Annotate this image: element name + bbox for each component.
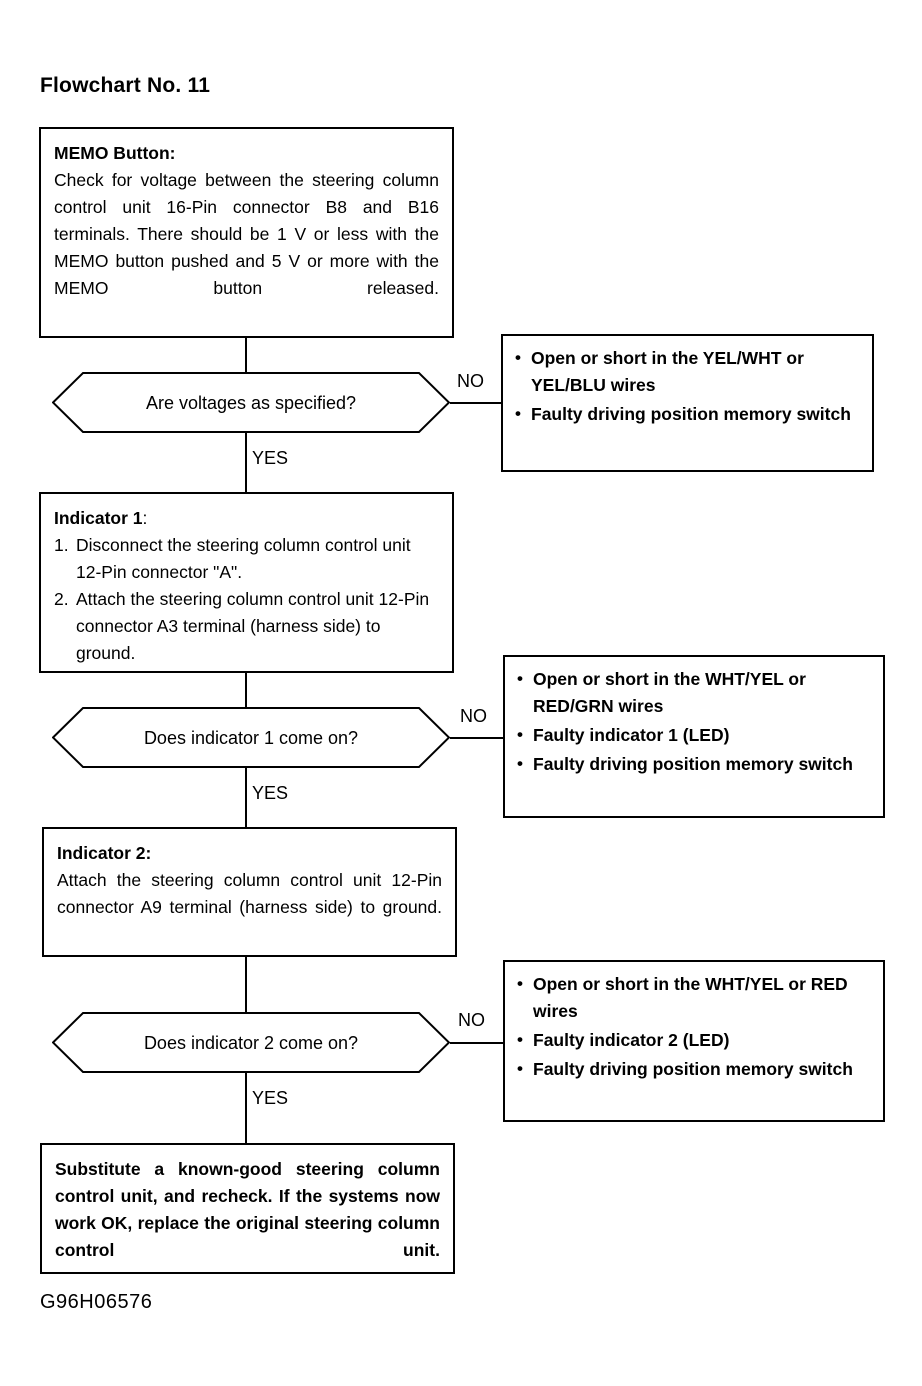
- decision-indicator-1-comes-on: Does indicator 1 come on?: [52, 707, 450, 768]
- decision-hexagon-shape: [52, 707, 450, 768]
- memo-body: Check for voltage between the steering c…: [54, 170, 439, 298]
- process-box-indicator-2: Indicator 2: Attach the steering column …: [42, 827, 457, 957]
- decision1-question: Are voltages as specified?: [145, 392, 357, 413]
- result-box-1: Open or short in the YEL/WHT or YEL/BLU …: [501, 334, 874, 472]
- result-3-item-2: Faulty indicator 2 (LED): [517, 1026, 873, 1054]
- connector-decision1-yes: [245, 433, 247, 492]
- decision-hexagon-shape: [52, 1012, 450, 1073]
- connector-decision3-yes: [245, 1073, 247, 1143]
- decision2-no-label: NO: [460, 706, 487, 726]
- result-2-list: Open or short in the WHT/YEL or RED/GRN …: [517, 665, 873, 778]
- result-1-item-1: Open or short in the YEL/WHT or YEL/BLU …: [515, 344, 862, 399]
- memo-heading: MEMO Button:: [54, 143, 176, 163]
- process-box-indicator-1: Indicator 1: 1. Disconnect the steering …: [39, 492, 454, 673]
- process-box-final: Substitute a known-good steering column …: [40, 1143, 455, 1274]
- result-box-3: Open or short in the WHT/YEL or RED wire…: [503, 960, 885, 1122]
- decision1-yes-label: YES: [252, 448, 289, 468]
- connector-memo-to-decision1: [245, 338, 247, 372]
- decision3-yes-label: YES: [252, 1088, 289, 1108]
- indicator1-heading: Indicator 1: [54, 508, 143, 528]
- indicator2-body: Attach the steering column control unit …: [57, 870, 442, 917]
- figure-code: G96H06576: [40, 1291, 153, 1313]
- result-3-item-1: Open or short in the WHT/YEL or RED wire…: [517, 970, 873, 1025]
- indicator1-heading-row: Indicator 1:: [54, 505, 439, 532]
- page-title: Flowchart No. 11: [40, 74, 211, 97]
- result-3-item-3: Faulty driving position memory switch: [517, 1055, 873, 1083]
- indicator1-step-2: 2. Attach the steering column control un…: [54, 586, 439, 667]
- result-box-2: Open or short in the WHT/YEL or RED/GRN …: [503, 655, 885, 818]
- connector-indicator1-to-decision2: [245, 673, 247, 707]
- result-1-item-2: Faulty driving position memory switch: [515, 400, 862, 428]
- connector-decision1-no: [450, 402, 502, 404]
- result-2-item-3: Faulty driving position memory switch: [517, 750, 873, 778]
- result-3-list: Open or short in the WHT/YEL or RED wire…: [517, 970, 873, 1083]
- indicator1-step-1-number: 1.: [54, 535, 69, 555]
- result-2-item-1: Open or short in the WHT/YEL or RED/GRN …: [517, 665, 873, 720]
- decision-voltages-as-specified: Are voltages as specified?: [52, 372, 450, 433]
- indicator1-step-1-text: Disconnect the steering column control u…: [76, 535, 411, 582]
- final-body: Substitute a known-good steering column …: [55, 1159, 440, 1260]
- connector-decision2-no: [450, 737, 504, 739]
- decision2-question: Does indicator 1 come on?: [143, 727, 359, 748]
- result-2-item-2: Faulty indicator 1 (LED): [517, 721, 873, 749]
- indicator1-step-2-number: 2.: [54, 589, 69, 609]
- decision1-no-label: NO: [457, 371, 484, 391]
- decision2-yes-label: YES: [252, 783, 289, 803]
- indicator1-step-2-text: Attach the steering column control unit …: [76, 589, 430, 663]
- result-1-list: Open or short in the YEL/WHT or YEL/BLU …: [515, 344, 862, 428]
- indicator2-heading: Indicator 2:: [57, 843, 152, 863]
- connector-indicator2-to-decision3: [245, 957, 247, 1012]
- indicator1-step-1: 1. Disconnect the steering column contro…: [54, 532, 439, 586]
- connector-decision2-yes: [245, 768, 247, 827]
- connector-decision3-no: [450, 1042, 504, 1044]
- decision3-no-label: NO: [458, 1010, 485, 1030]
- process-box-memo: MEMO Button: Check for voltage between t…: [39, 127, 454, 338]
- decision-hexagon-shape: [52, 372, 450, 433]
- indicator1-heading-colon: :: [142, 508, 148, 528]
- decision3-question: Does indicator 2 come on?: [143, 1032, 359, 1053]
- decision-indicator-2-comes-on: Does indicator 2 come on?: [52, 1012, 450, 1073]
